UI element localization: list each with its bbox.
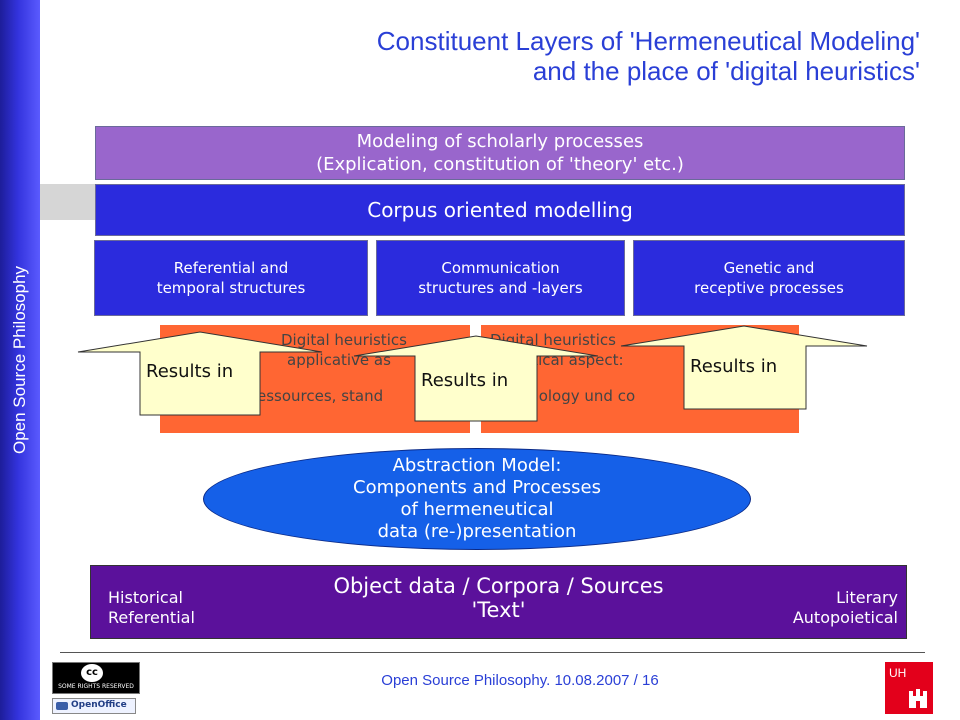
heuristics-right-line3: odology und co <box>520 387 636 405</box>
object-data-title: Object data / Corpora / Sources 'Text' <box>91 574 906 622</box>
abstraction-line1: Abstraction Model: <box>392 455 562 476</box>
object-data-left-label: Historical Referential <box>108 588 195 628</box>
object-data-title-line2: 'Text' <box>471 598 526 622</box>
abstraction-line4: data (re-)presentation <box>377 521 577 542</box>
footer-divider <box>60 652 925 653</box>
object-data-title-line1: Object data / Corpora / Sources <box>333 574 664 598</box>
heuristics-left-line3: essources, stand <box>257 387 384 405</box>
results-in-label-middle: Results in <box>421 370 509 391</box>
layer-referential-line1: Referential and <box>173 259 289 277</box>
uhh-logo: UH <box>885 662 933 714</box>
abstraction-model-ellipse: Abstraction Model: Components and Proces… <box>203 448 751 550</box>
layer-corpus-label: Corpus oriented modelling <box>367 198 633 222</box>
abstraction-line2: Components and Processes <box>353 477 601 498</box>
layer-referential-structures: Referential and temporal structures <box>94 240 368 316</box>
layer-corpus-modelling: Corpus oriented modelling <box>95 184 905 236</box>
layer-communication-line1: Communication <box>441 259 560 277</box>
sidebar <box>0 0 40 720</box>
slide-title-line2: and the place of 'digital heuristics' <box>532 56 920 86</box>
results-arrow-middle <box>353 335 599 422</box>
object-left-line1: Historical <box>108 588 183 607</box>
cc-icon: cc <box>81 664 103 682</box>
layer-communication-line2: structures and -layers <box>418 279 583 297</box>
creative-commons-logo[interactable]: cc SOME RIGHTS RESERVED <box>52 662 140 694</box>
slide-title-line1: Constituent Layers of 'Hermeneutical Mod… <box>376 26 920 56</box>
object-data-right-label: Literary Autopoietical <box>793 588 898 628</box>
cc-text: SOME RIGHTS RESERVED <box>58 683 134 690</box>
uhh-logo-text: UH <box>889 666 907 680</box>
layer-genetic-line1: Genetic and <box>723 259 815 277</box>
results-in-label-right: Results in <box>690 356 778 377</box>
object-right-line1: Literary <box>836 588 898 607</box>
layer-genetic-processes: Genetic and receptive processes <box>633 240 905 316</box>
openoffice-icon <box>56 702 68 710</box>
object-left-line2: Referential <box>108 608 195 627</box>
layer-scholarly-processes-line1: Modeling of scholarly processes <box>356 131 644 152</box>
heuristics-left-line1: Digital heuristics <box>281 331 407 349</box>
object-data-layer: Object data / Corpora / Sources 'Text' H… <box>90 565 907 639</box>
openoffice-text: OpenOffice <box>71 700 127 710</box>
sidebar-tab-marker <box>40 184 96 220</box>
layer-genetic-line2: receptive processes <box>694 279 844 297</box>
openoffice-logo[interactable]: OpenOffice <box>52 698 136 714</box>
layer-communication-structures: Communication structures and -layers <box>376 240 625 316</box>
castle-icon <box>909 689 927 708</box>
results-arrow-left <box>77 331 323 416</box>
layer-scholarly-processes-line2: (Explication, constitution of 'theory' e… <box>316 154 684 175</box>
results-arrow-right <box>620 325 868 410</box>
results-in-label-left: Results in <box>146 361 234 382</box>
layer-referential-line2: temporal structures <box>156 279 306 297</box>
object-right-line2: Autopoietical <box>792 608 898 627</box>
slide-title: Constituent Layers of 'Hermeneutical Mod… <box>377 26 920 86</box>
layer-scholarly-processes: Modeling of scholarly processes (Explica… <box>95 126 905 180</box>
footer-text: Open Source Philosophy. 10.08.2007 / 16 <box>381 672 659 689</box>
abstraction-line3: of hermeneutical <box>400 499 554 520</box>
